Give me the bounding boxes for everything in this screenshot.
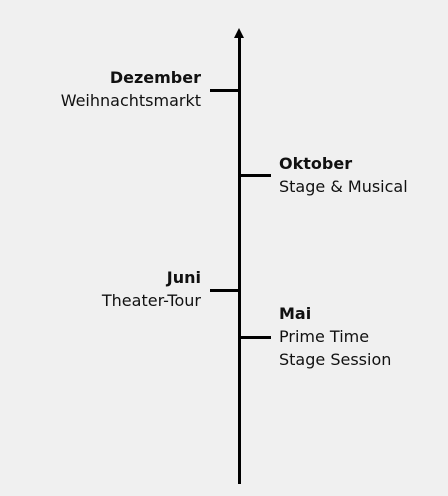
event-description: Prime Time [279, 327, 370, 346]
event-month: Mai [279, 304, 312, 323]
tick-oktober [240, 174, 271, 177]
event-label-mai: Mai Prime Time Stage Session [279, 302, 391, 371]
event-label-oktober: Oktober Stage & Musical [279, 152, 408, 198]
event-description: Theater-Tour [101, 291, 201, 310]
event-month: Juni [166, 268, 201, 287]
tick-dezember [210, 89, 240, 92]
axis-arrow-icon [234, 28, 244, 38]
event-month: Dezember [109, 68, 201, 87]
tick-juni [210, 289, 240, 292]
event-month: Oktober [279, 154, 353, 173]
event-label-juni: Juni Theater-Tour [102, 266, 201, 312]
timeline-axis [238, 36, 241, 484]
event-description: Stage Session [279, 350, 392, 369]
tick-mai [240, 336, 271, 339]
event-description: Weihnachtsmarkt [60, 91, 201, 110]
event-label-dezember: Dezember Weihnachtsmarkt [61, 66, 201, 112]
event-description: Stage & Musical [279, 177, 408, 196]
